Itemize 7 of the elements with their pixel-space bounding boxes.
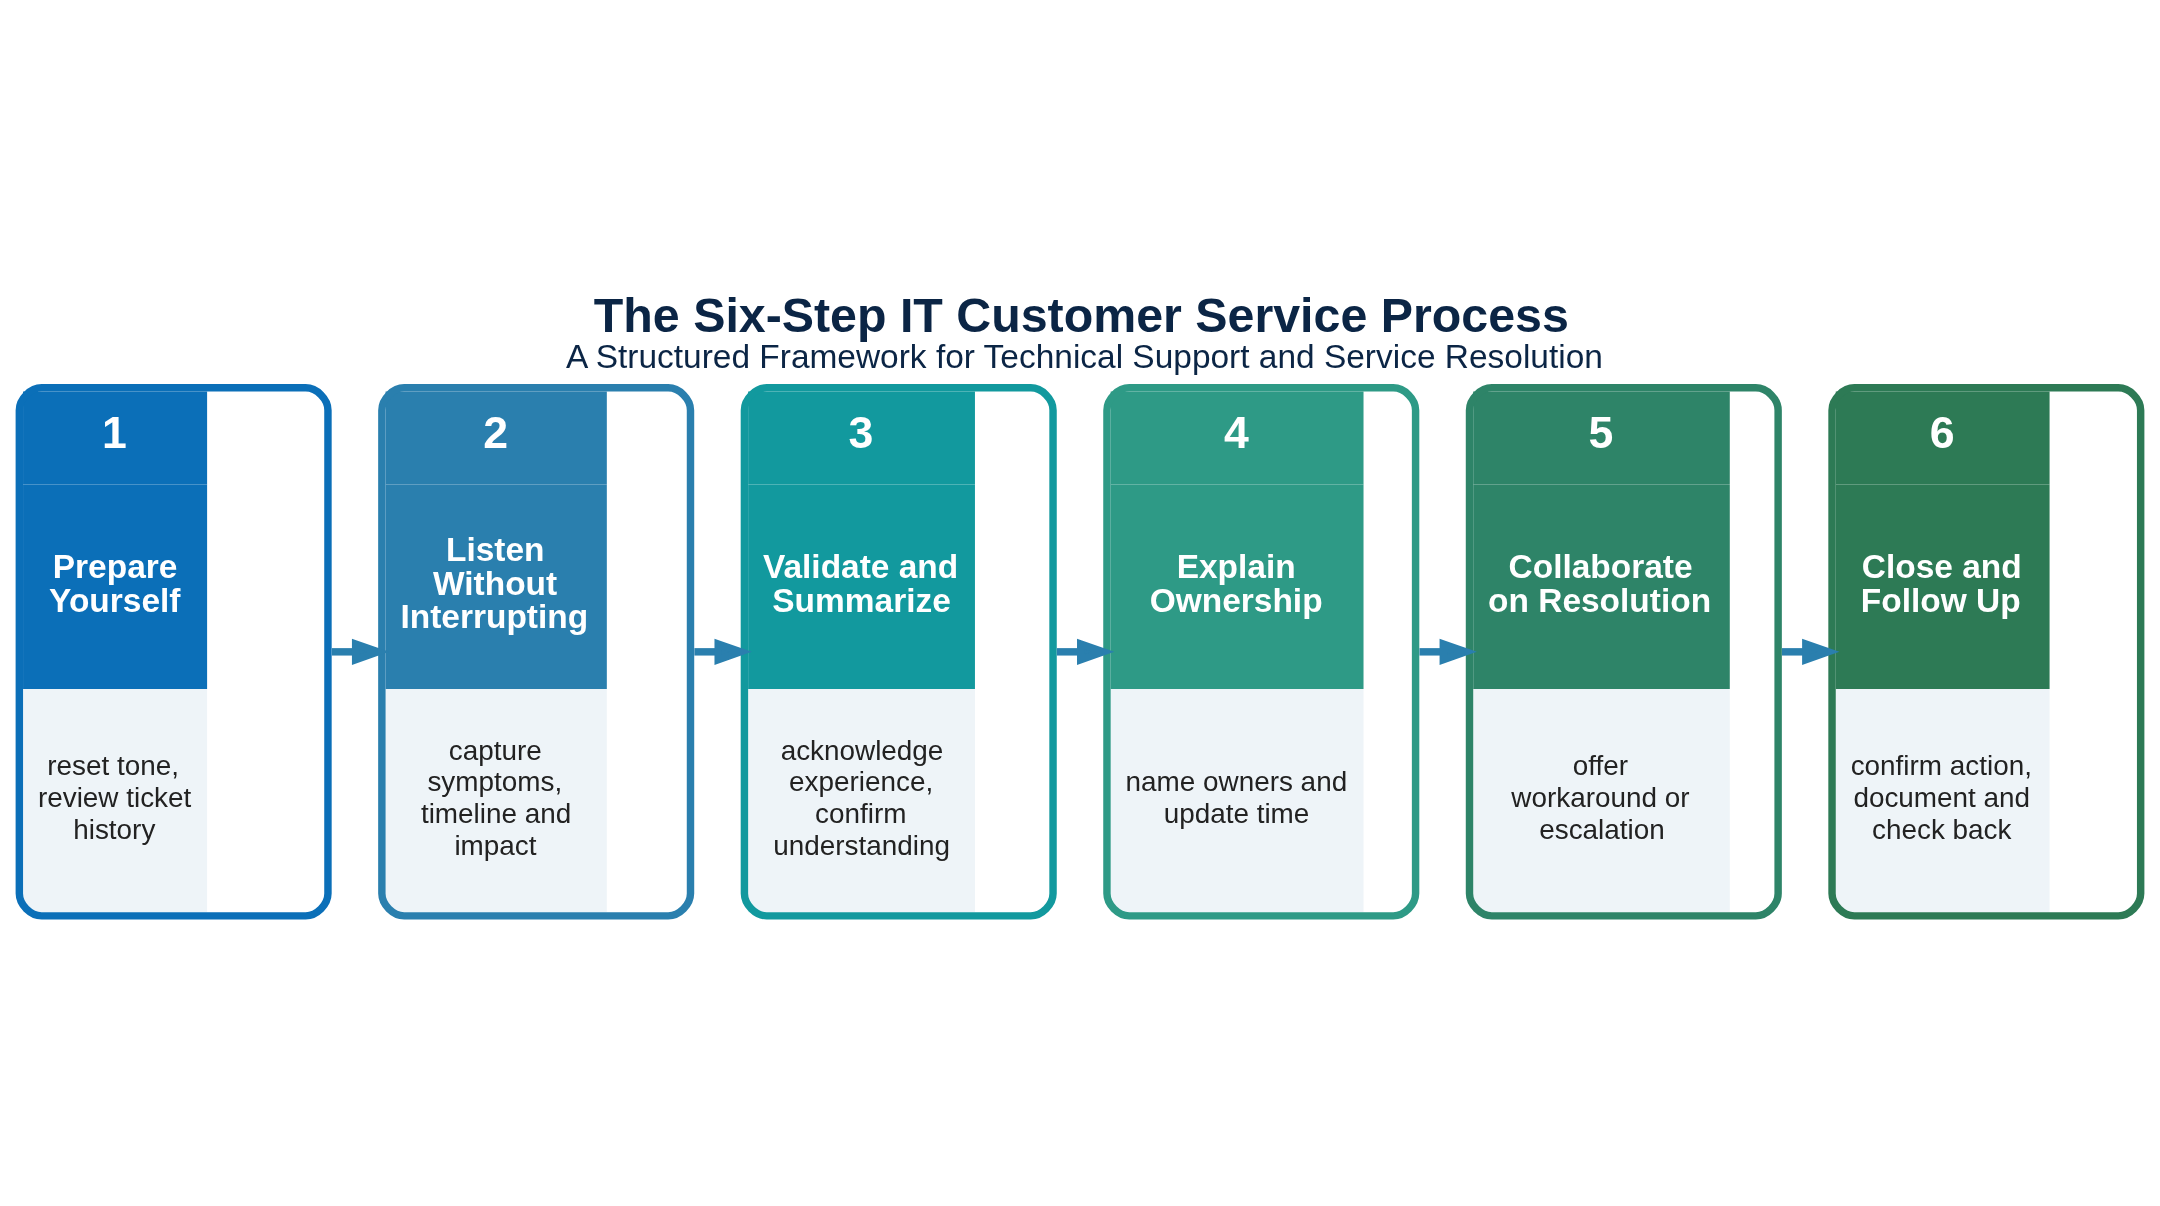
node-box: 1 Prepare Yourself reset tone, review ticket history xyxy=(15,383,332,920)
node-box: 4 Explain Ownership name owners and update time xyxy=(1103,383,1420,920)
node-box: 6 Close and Follow Up confirm action, document and check back xyxy=(1828,383,2145,920)
node-box: 2 Listen Without Interrupting capture symptoms, timeline and impact xyxy=(378,383,695,920)
arrow xyxy=(1056,638,1115,665)
node-box: 3 Validate and Summarize acknowledge experience, confirm understanding xyxy=(740,383,1057,920)
node-box: 5 Collaborate on Resolution offer workaround or escalation xyxy=(1465,383,1782,920)
